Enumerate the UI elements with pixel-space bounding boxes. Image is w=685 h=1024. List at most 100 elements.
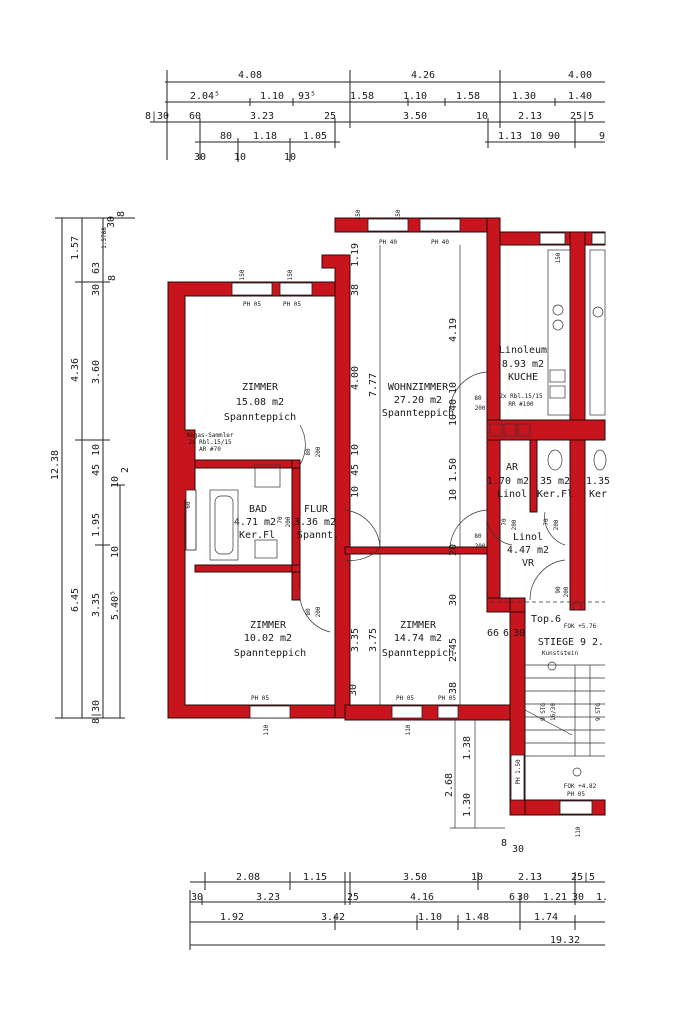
window-label: PH 05 [438, 695, 456, 702]
dimension-label: 2 [120, 467, 131, 473]
room-label: Abgas-Sammler [187, 432, 234, 439]
dimension-label: 6.45 [70, 588, 81, 612]
door-label: 80 [305, 448, 312, 456]
room-label: Linol [497, 489, 527, 500]
dimension-label: 3.50 [403, 872, 427, 883]
dimension-label: 12.38 [50, 450, 61, 480]
dimension-label: 6 [509, 892, 515, 903]
dimension-label: 4.36 [70, 358, 81, 382]
stair-label: 9 STG [540, 703, 547, 721]
dimension-label: 2.45 [448, 638, 459, 662]
dimension-label: 10 [91, 444, 102, 456]
dimension-label: 10 [476, 111, 488, 122]
window-label: PH 1.50 [515, 759, 522, 785]
room-label: 4.71 m2 [234, 517, 276, 528]
door-label: 80 [474, 395, 482, 402]
room-label: Ker [589, 489, 607, 500]
dimension-label: 4.16 [410, 892, 434, 903]
window-label: PH 05 [567, 791, 585, 798]
window-label: PH 40 [431, 239, 449, 246]
window-label: PH 05 [283, 301, 301, 308]
dimension-label: 1.74 [534, 912, 558, 923]
dimension-label: 30 [512, 844, 524, 855]
dimension-label: 5.40⁵ [110, 590, 121, 620]
dimension-label: 10 [448, 382, 459, 394]
dimension-label: 10 [471, 872, 483, 883]
window-label: PH 05 [251, 695, 269, 702]
room-label: 1.70 m2 [487, 476, 529, 487]
dimension-label: 1.58 [456, 91, 480, 102]
stair-label: Top.6 [531, 614, 561, 625]
stair-label: FOK +5.76 [564, 623, 597, 630]
dimension-label: 10 [350, 486, 361, 498]
door-label: 200 [563, 586, 570, 597]
dimension-label: 1.30 [512, 91, 536, 102]
window-label: 110 [405, 724, 412, 735]
dimension-label: 3.35 [350, 628, 361, 652]
door-label: 200 [511, 519, 518, 530]
fixtures [209, 249, 607, 561]
dimension-label: 1.50 [448, 458, 459, 482]
bathtub [209, 489, 239, 561]
dimension-label: 30 [106, 216, 117, 228]
room-label: 15.08 m2 [236, 397, 284, 408]
dimension-label: 8|30 [91, 700, 102, 724]
dimension-label: 30 [513, 628, 525, 639]
room-label: FLUR [304, 504, 329, 515]
dimension-label: 1.30 [462, 793, 473, 817]
dimension-label: 10 [350, 444, 361, 456]
door-label: 200 [315, 446, 322, 457]
window-label: 150 [287, 269, 294, 280]
dimension-label: 8|30 [145, 111, 169, 122]
window-label: 60 [185, 501, 192, 509]
room-label: Linoleum [499, 345, 547, 356]
room-label: 14.74 m2 [394, 633, 442, 644]
dimension-label: 10 [110, 476, 121, 488]
dimension-label: 2.08 [236, 872, 260, 883]
dimension-label: 25 [324, 111, 336, 122]
dimension-label: 3.23 [256, 892, 280, 903]
dimension-label: 66 [487, 628, 499, 639]
dimension-label: 25 [347, 892, 359, 903]
stair-label: 16/30 [550, 703, 557, 721]
dimension-label: 1.38 [462, 736, 473, 760]
window-label: PH 40 [379, 239, 397, 246]
dimension-label: 10 [284, 152, 296, 163]
room-label: Ker.Fl [537, 489, 573, 500]
dimension-label: 4.08 [238, 70, 262, 81]
stair-label: FOK +4.82 [564, 783, 597, 790]
stair-label: 9 STG [595, 703, 602, 721]
window-label: PH 05 [396, 695, 414, 702]
dimension-label: 1.13 [498, 131, 522, 142]
dimension-label: 4.00 [350, 366, 361, 390]
stair-label: 2. [592, 637, 604, 648]
dimension-label: 8 [501, 838, 507, 849]
room-label: Ker.Fl [239, 530, 275, 541]
dimension-label: 38 [350, 284, 361, 296]
room-label: Linol [513, 532, 543, 543]
dimension-label: 30 [191, 892, 203, 903]
dimension-label: 10 [448, 414, 459, 426]
window-label: PH 05 [243, 301, 261, 308]
room-label: 35 m2 [540, 476, 570, 487]
room-label: 3.36 m2 [294, 517, 336, 528]
washing-machine [254, 464, 281, 488]
room-label: AR [506, 462, 519, 473]
door-label: 70 [501, 518, 508, 526]
room-label: Spannteppich [224, 412, 296, 423]
dimension-label: 25|5 [571, 872, 595, 883]
dimension-label: 1.15 [303, 872, 327, 883]
dimension-label: 19.32 [550, 935, 580, 946]
room-label: ZIMMER [400, 620, 437, 631]
dimension-label: 4.26 [411, 70, 435, 81]
dimension-label: 1.95 [91, 513, 102, 537]
doors [299, 371, 566, 633]
dimension-label: 4.19 [448, 318, 459, 342]
room-label: Spannteppich [382, 408, 454, 419]
stair-label: STIEGE 9 [538, 637, 586, 648]
dimension-label: 8 [107, 275, 118, 281]
dimension-label: 30 [194, 152, 206, 163]
dimension-label: 2.68 [444, 773, 455, 797]
